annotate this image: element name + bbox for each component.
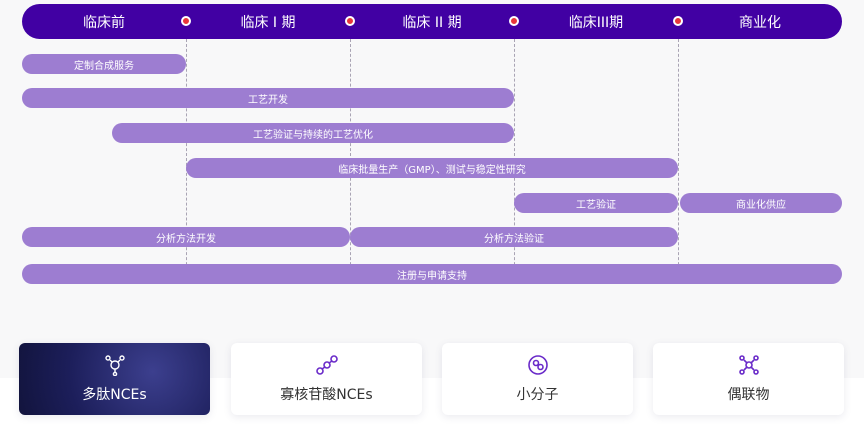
card-label: 寡核苷酸NCEs	[280, 387, 373, 403]
phase-divider	[186, 39, 187, 275]
nucleotide-icon	[315, 354, 339, 376]
milestone-marker	[509, 16, 519, 26]
milestone-marker	[181, 16, 191, 26]
service-bar: 分析方法验证	[350, 227, 678, 247]
service-bar: 工艺开发	[22, 88, 514, 108]
cell-icon	[527, 354, 549, 376]
phase-divider	[678, 39, 679, 275]
service-bar: 工艺验证与持续的工艺优化	[112, 123, 514, 143]
phase-divider	[350, 39, 351, 275]
milestone-marker	[673, 16, 683, 26]
phase-3: 临床III期	[568, 14, 624, 31]
service-bar: 商业化供应	[680, 193, 842, 213]
phase-preclinical: 临床前	[83, 14, 125, 31]
phase-header: 临床前 临床 I 期 临床 II 期 临床III期 商业化	[22, 4, 842, 39]
card-conjugate[interactable]: 偶联物	[653, 343, 844, 415]
phase-commercial: 商业化	[739, 14, 781, 31]
card-small-molecule[interactable]: 小分子	[442, 343, 633, 415]
card-label: 多肽NCEs	[82, 387, 147, 403]
card-peptide[interactable]: 多肽NCEs	[19, 343, 210, 415]
milestone-marker	[345, 16, 355, 26]
card-label: 小分子	[516, 387, 559, 403]
molecule-icon	[104, 354, 126, 376]
service-bar: 注册与申请支持	[22, 264, 842, 284]
phase-divider	[514, 39, 515, 275]
service-bar: 临床批量生产（GMP）、测试与稳定性研究	[186, 158, 678, 178]
card-oligonucleotide[interactable]: 寡核苷酸NCEs	[231, 343, 422, 415]
card-label: 偶联物	[727, 387, 770, 403]
service-bar: 定制合成服务	[22, 54, 186, 74]
service-bar: 分析方法开发	[22, 227, 350, 247]
phase-1: 临床 I 期	[240, 14, 296, 31]
service-bar: 工艺验证	[514, 193, 678, 213]
network-icon	[738, 354, 760, 376]
phase-2: 临床 II 期	[402, 14, 462, 31]
